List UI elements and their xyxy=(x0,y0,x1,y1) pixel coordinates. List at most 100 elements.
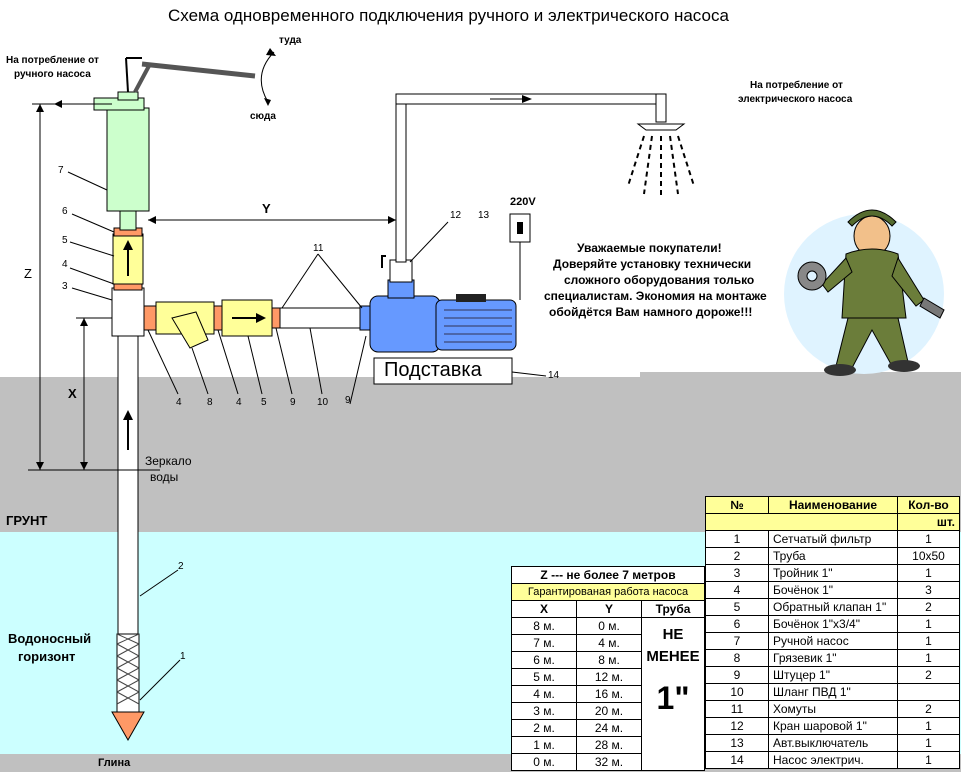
part-name: Авт.выключатель xyxy=(768,734,898,752)
xy-table-subcaption: Гарантированая работа насоса xyxy=(511,583,705,601)
part-num: 14 xyxy=(705,751,769,769)
ground-label: ГРУНТ xyxy=(6,513,48,528)
pump-housing xyxy=(369,295,441,353)
xy-row-x: 1 м. xyxy=(511,736,577,754)
xy-row-x: 0 м. xyxy=(511,753,577,771)
part-qty: 2 xyxy=(897,700,960,718)
electric-consumption-label-2: электрического насоса xyxy=(738,94,853,105)
xy-row-x: 7 м. xyxy=(511,634,577,652)
xy-row-x: 5 м. xyxy=(511,668,577,686)
part-qty: 3 xyxy=(897,581,960,599)
xy-header-pipe: Труба xyxy=(641,600,705,618)
page-title: Схема одновременного подключения ручного… xyxy=(168,6,729,25)
part-qty: 1 xyxy=(897,632,960,650)
xy-caption-text: Z --- не более 7 метров xyxy=(540,568,676,582)
shower-drop xyxy=(655,93,667,123)
part-num: 7 xyxy=(705,632,769,650)
xy-row-y: 20 м. xyxy=(576,702,642,720)
part-num: 6 xyxy=(705,615,769,633)
callout-7: 7 xyxy=(58,165,64,176)
barrel-horizontal-2 xyxy=(213,305,223,331)
water-mirror-label-2: воды xyxy=(150,470,179,484)
callout-13: 13 xyxy=(478,210,490,221)
callout-12: 12 xyxy=(450,210,462,221)
xy-header-y: Y xyxy=(576,600,642,618)
xy-row-y: 4 м. xyxy=(576,634,642,652)
callout-lines xyxy=(67,171,547,701)
unit-row-spacer xyxy=(705,513,769,531)
part-name: Грязевик 1" xyxy=(768,649,898,667)
x-dimension-label: X xyxy=(68,386,77,401)
callout-10: 10 xyxy=(317,397,329,408)
y-dimension-label: Y xyxy=(262,201,271,216)
part-num: 9 xyxy=(705,666,769,684)
mud-trap-leg xyxy=(171,311,209,349)
parts-header-num: № xyxy=(705,496,769,514)
callout-2: 2 xyxy=(178,561,184,572)
callout-4a: 4 xyxy=(62,259,68,270)
pump-stand xyxy=(373,357,513,385)
pipe-note-2: МЕНЕЕ xyxy=(646,648,700,665)
pipe-note-3: 1" xyxy=(656,680,690,716)
part-num: 3 xyxy=(705,564,769,582)
notice-line-1: Уважаемые покупатели! xyxy=(577,241,722,255)
xy-row-x: 4 м. xyxy=(511,685,577,703)
part-qty xyxy=(897,683,960,701)
xy-subcaption-text: Гарантированая работа насоса xyxy=(527,586,689,598)
stand-label: Подставка xyxy=(384,359,482,381)
callout-5a: 5 xyxy=(62,235,68,246)
part-qty: 10x50 xyxy=(897,547,960,565)
xy-row-y: 16 м. xyxy=(576,685,642,703)
part-qty: 2 xyxy=(897,598,960,616)
part-num: 11 xyxy=(705,700,769,718)
part-name: Ручной насос xyxy=(768,632,898,650)
fitting-1 xyxy=(271,307,281,329)
xy-row-y: 28 м. xyxy=(576,736,642,754)
notice-line-3: сложного оборудования только xyxy=(564,273,755,287)
water-spray xyxy=(627,135,695,198)
hand-pump xyxy=(106,107,150,212)
part-name: Кран шаровой 1" xyxy=(768,717,898,735)
xy-row-y: 32 м. xyxy=(576,753,642,771)
part-name: Шланг ПВД 1" xyxy=(768,683,898,701)
callout-14: 14 xyxy=(548,370,560,381)
part-qty: 1 xyxy=(897,530,960,548)
aquifer-label-1: Водоносный xyxy=(8,631,92,646)
water-mirror-label-1: Зеркало xyxy=(145,454,192,468)
xy-row-y: 0 м. xyxy=(576,617,642,635)
part-name: Труба xyxy=(768,547,898,565)
notice-line-4: специалистам. Экономия на монтаже xyxy=(544,289,767,303)
part-name: Бочёнок 1"x3/4" xyxy=(768,615,898,633)
callout-9a: 9 xyxy=(290,397,296,408)
there-label: туда xyxy=(279,35,302,46)
part-num: 8 xyxy=(705,649,769,667)
pump-terminal-box xyxy=(456,294,486,302)
callout-6: 6 xyxy=(62,206,68,217)
shower-head xyxy=(636,123,686,131)
tee-fitting xyxy=(111,287,145,337)
pump-handle xyxy=(133,63,152,93)
xy-table-caption: Z --- не более 7 метров xyxy=(511,566,705,584)
callout-5b: 5 xyxy=(261,397,267,408)
pipe-note-cell: НЕ МЕНЕЕ 1" xyxy=(641,617,705,771)
part-qty: 1 xyxy=(897,615,960,633)
ground-step xyxy=(640,372,961,380)
riser-pipe xyxy=(395,93,407,263)
part-qty: 1 xyxy=(897,751,960,769)
voltage-label: 220V xyxy=(510,196,536,208)
notice-line-2: Доверяйте установку технически xyxy=(553,257,752,271)
part-qty: 1 xyxy=(897,717,960,735)
callout-9b: 9 xyxy=(345,395,351,406)
part-qty: 1 xyxy=(897,564,960,582)
xy-row-x: 8 м. xyxy=(511,617,577,635)
pump-lever xyxy=(141,61,256,79)
part-name: Штуцер 1" xyxy=(768,666,898,684)
xy-row-x: 3 м. xyxy=(511,702,577,720)
aquifer-label-2: горизонт xyxy=(18,649,76,664)
clay-label: Глина xyxy=(98,757,131,769)
unit-row-spacer xyxy=(768,513,898,531)
